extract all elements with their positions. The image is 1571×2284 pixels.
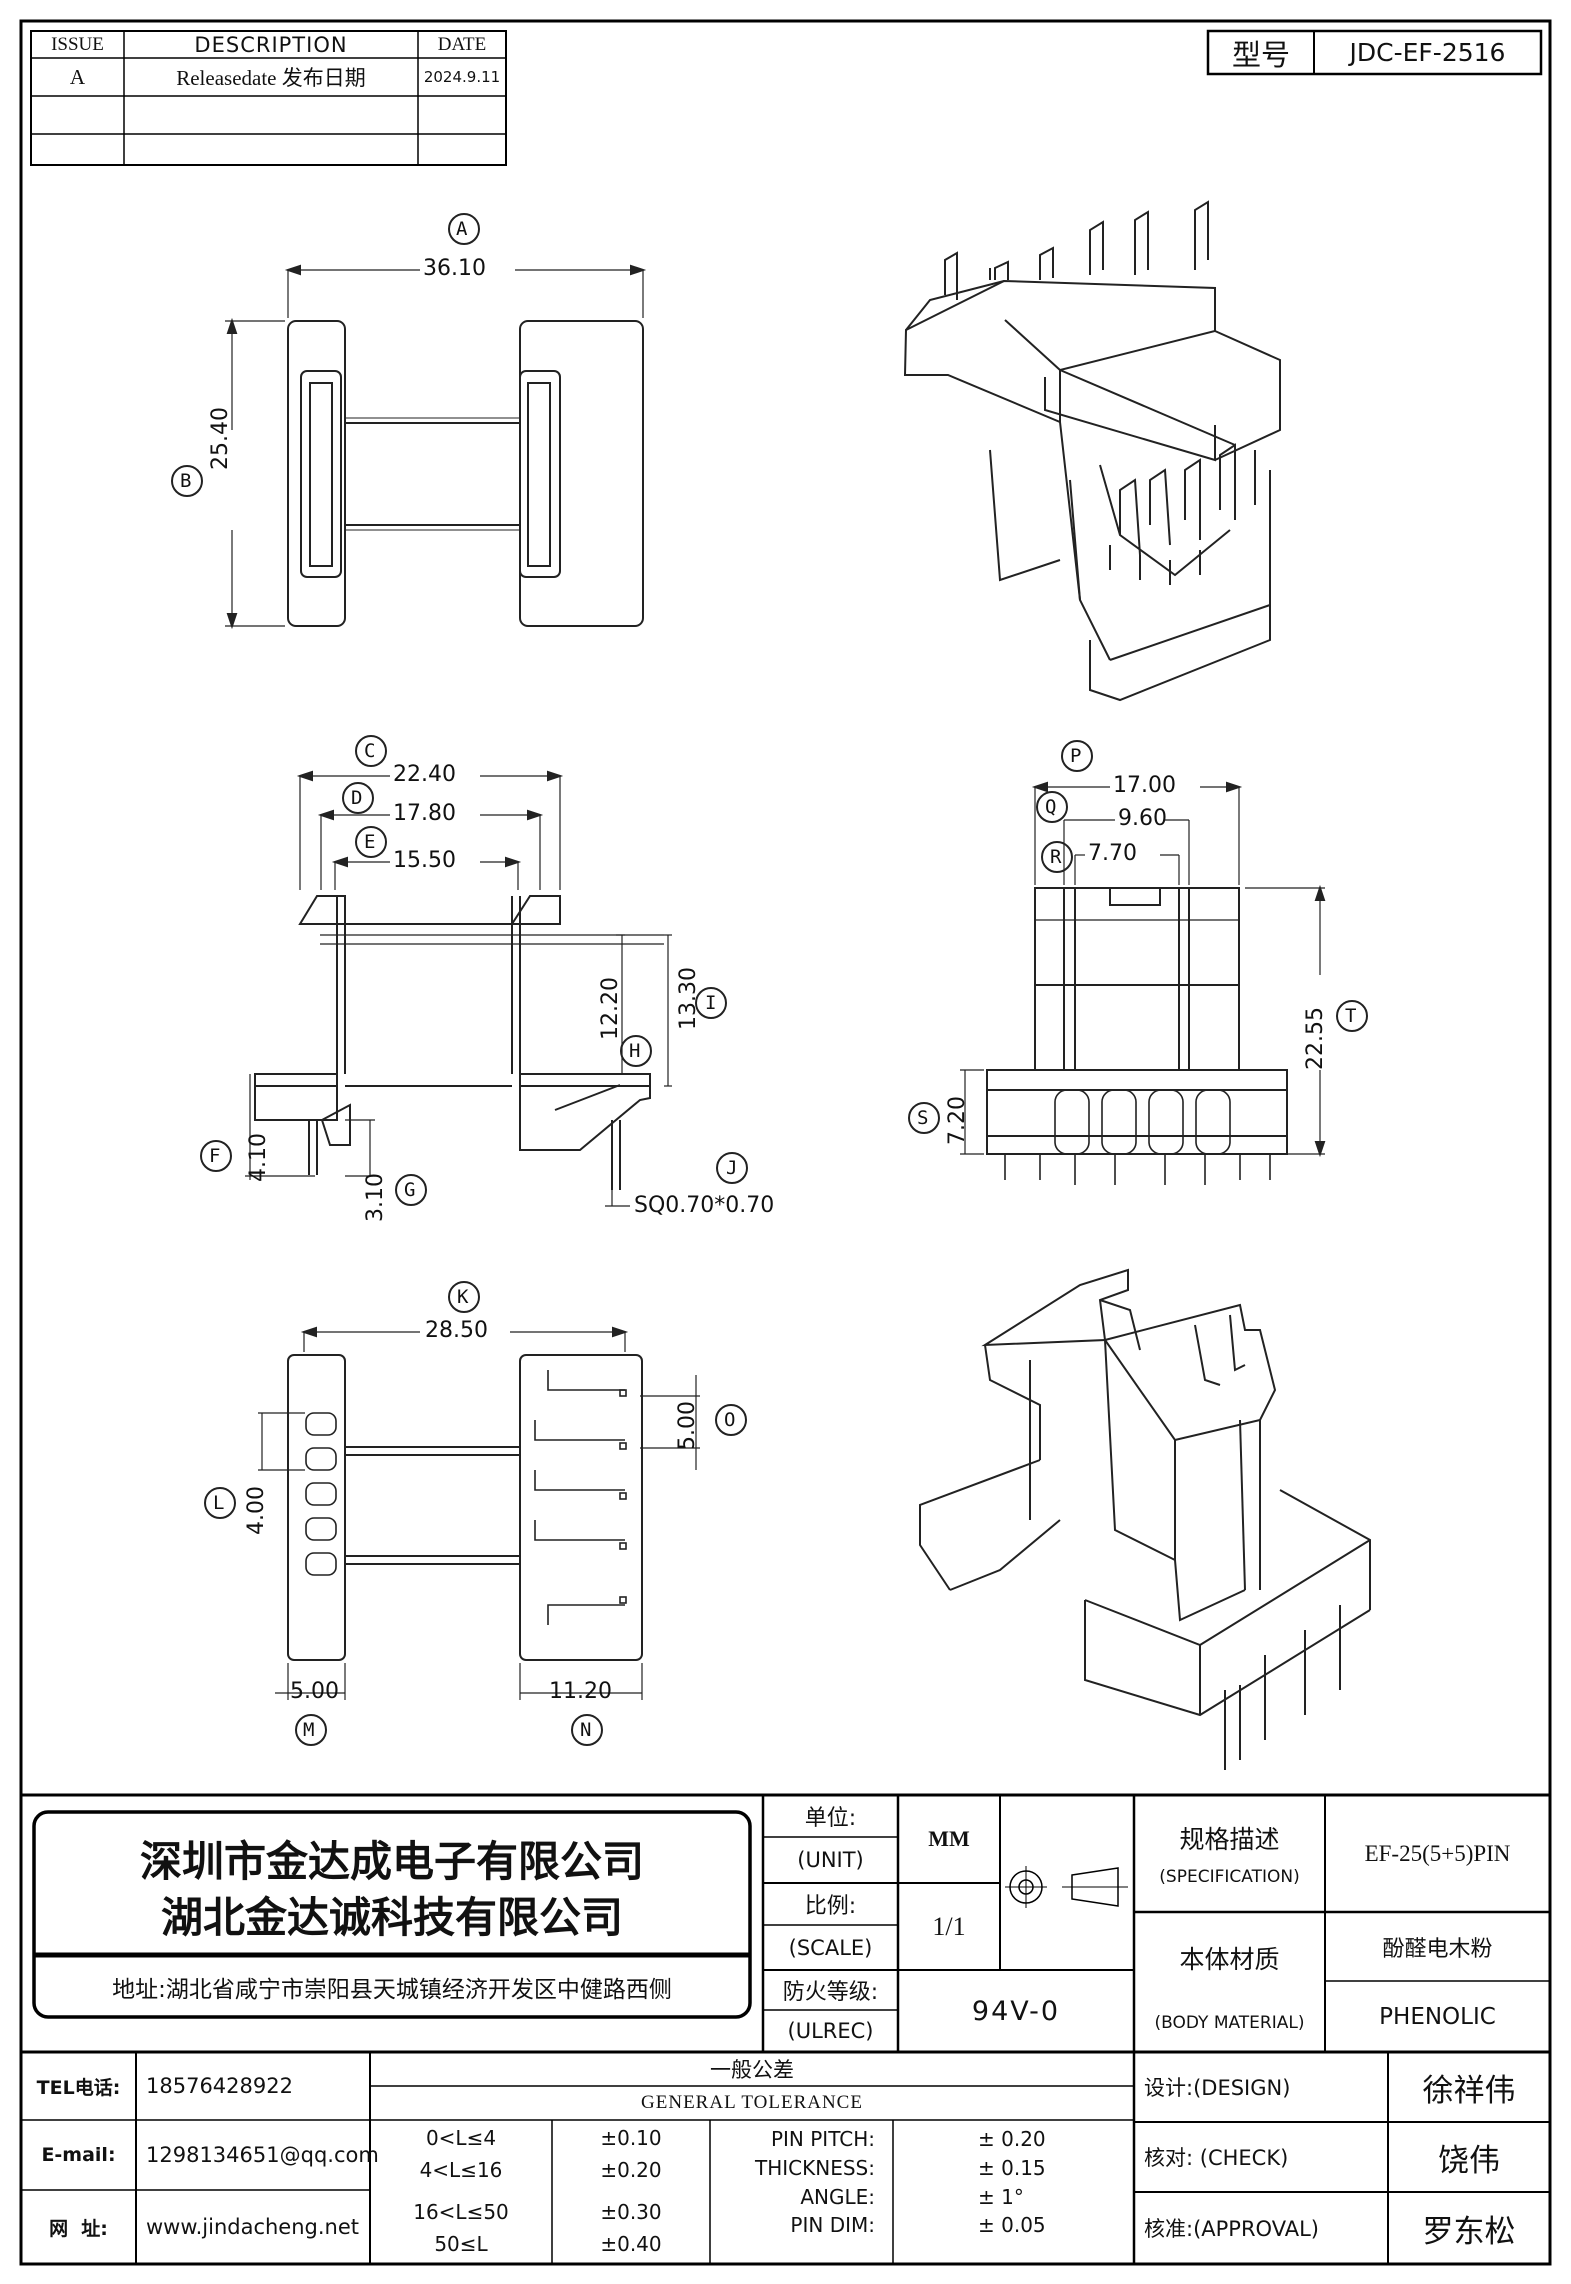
tol-param-value: ± 1° <box>978 2185 1024 2209</box>
side-view <box>908 740 1368 1185</box>
dim-letter-s: S <box>917 1107 929 1129</box>
dim-letter-i: I <box>705 992 717 1014</box>
dim-letter-r: R <box>1050 846 1062 868</box>
web-value: www.jindacheng.net <box>146 2215 360 2239</box>
rev-date-a: 2024.9.11 <box>423 68 501 86</box>
scale-label-en: (SCALE) <box>788 1935 873 1960</box>
tel-value: 18576428922 <box>146 2074 293 2098</box>
bottom-view <box>204 1281 747 1746</box>
unit-value: MM <box>928 1826 970 1851</box>
dim-letter-t: T <box>1345 1005 1357 1027</box>
model-value: JDC-EF-2516 <box>1349 38 1506 67</box>
tol-param: PIN DIM: <box>790 2213 875 2237</box>
rev-header-issue: ISSUE <box>51 33 104 55</box>
dim-letter-p: P <box>1070 745 1082 767</box>
material-value-en: PHENOLIC <box>1379 2003 1496 2030</box>
model-box-frame <box>1206 29 1543 76</box>
dim-letter-m: M <box>303 1719 315 1741</box>
dim-letter-l: L <box>213 1492 225 1514</box>
tol-param: PIN PITCH: <box>770 2127 875 2151</box>
dim-p-value: 17.00 <box>1113 773 1176 798</box>
email-value: 1298134651@qq.com <box>146 2143 379 2167</box>
dim-letter-h: H <box>629 1040 641 1062</box>
ul-label: 防火等级: <box>782 1980 879 2005</box>
tolerance-title: 一般公差 <box>710 2058 794 2082</box>
check-value: 饶伟 <box>1438 2142 1500 2179</box>
dim-j-value: SQ0.70*0.70 <box>634 1193 775 1218</box>
tel-label: TEL电话: <box>36 2076 121 2099</box>
tol-param-value: ± 0.20 <box>978 2127 1046 2151</box>
dim-k-value: 28.50 <box>425 1318 488 1343</box>
tol-param-value: ± 0.05 <box>978 2213 1046 2237</box>
material-label-en: (BODY MATERIAL) <box>1154 2013 1305 2033</box>
tol-param-value: ± 0.15 <box>978 2156 1046 2180</box>
technical-drawing <box>171 200 1371 1770</box>
rev-header-description: DESCRIPTION <box>194 32 348 57</box>
company-name-2: 湖北金达诚科技有限公司 <box>160 1892 623 1942</box>
spec-label: 规格描述 <box>1179 1825 1280 1854</box>
top-view <box>171 213 647 630</box>
spec-label-en: (SPECIFICATION) <box>1159 1867 1300 1887</box>
tol-param: ANGLE: <box>800 2185 875 2209</box>
unit-label: 单位: <box>804 1806 857 1831</box>
ul-label-en: (ULREC) <box>787 2019 874 2043</box>
email-label: E-mail: <box>41 2144 116 2166</box>
dim-letter-b: B <box>180 470 192 492</box>
scale-value: 1/1 <box>932 1911 966 1941</box>
dim-letter-e: E <box>364 831 376 853</box>
dim-letter-a: A <box>456 218 468 240</box>
dim-letter-c: C <box>364 740 376 762</box>
rev-issue-a: A <box>69 64 86 89</box>
approval-value: 罗东松 <box>1422 2213 1516 2250</box>
rev-header-date: DATE <box>437 33 487 55</box>
dim-letter-g: G <box>404 1179 416 1201</box>
company-name-1: 深圳市金达成电子有限公司 <box>139 1836 644 1886</box>
dim-letter-q: Q <box>1045 796 1057 818</box>
dim-n-value: 11.20 <box>549 1679 612 1704</box>
check-label: 核对: (CHECK) <box>1144 2146 1289 2170</box>
dim-a-value: 36.10 <box>423 256 486 281</box>
web-label: 网 址: <box>49 2217 108 2240</box>
scale-label: 比例: <box>804 1894 857 1919</box>
ul-value: 94V-0 <box>971 1995 1061 2027</box>
iso-view-top <box>903 200 1281 702</box>
tol-value: ±0.30 <box>600 2200 662 2224</box>
dim-m-value: 5.00 <box>290 1679 339 1704</box>
approval-label: 核准:(APPROVAL) <box>1144 2217 1319 2241</box>
dim-r-value: 7.70 <box>1088 841 1137 866</box>
tolerance-title-en: GENERAL TOLERANCE <box>641 2092 863 2113</box>
spec-value: EF-25(5+5)PIN <box>1364 1840 1511 1866</box>
dim-letter-o: O <box>724 1409 736 1431</box>
dim-e-value: 15.50 <box>393 848 456 873</box>
dim-letter-k: K <box>457 1286 469 1308</box>
tol-value: ±0.20 <box>600 2158 662 2182</box>
tol-value: ±0.10 <box>600 2126 662 2150</box>
unit-label-en: (UNIT) <box>797 1848 864 1872</box>
dim-letter-d: D <box>351 787 363 809</box>
material-value: 酚醛电木粉 <box>1382 1936 1493 1962</box>
tol-range: 0<L≤4 <box>425 2126 497 2150</box>
dim-c-value: 22.40 <box>393 762 456 787</box>
dim-q-value: 9.60 <box>1118 806 1167 831</box>
tol-value: ±0.40 <box>600 2232 662 2256</box>
dim-d-value: 17.80 <box>393 801 456 826</box>
revision-table-grid <box>30 30 507 166</box>
tol-range: 4<L≤16 <box>419 2158 503 2182</box>
front-view <box>200 735 748 1207</box>
dim-letter-j: J <box>726 1157 738 1179</box>
company-address: 地址:湖北省咸宁市崇阳县天城镇经济开发区中健路西侧 <box>112 1977 672 2003</box>
rev-description-a: Releasedate 发布日期 <box>176 66 366 90</box>
iso-view-bottom <box>919 1268 1371 1770</box>
dim-letter-n: N <box>580 1719 592 1741</box>
design-value: 徐祥伟 <box>1422 2072 1516 2109</box>
dim-letter-f: F <box>209 1145 221 1167</box>
tol-param: THICKNESS: <box>755 2156 875 2180</box>
model-label: 型号 <box>1231 37 1290 72</box>
tol-range: 50≤L <box>434 2232 488 2256</box>
design-label: 设计:(DESIGN) <box>1144 2076 1291 2100</box>
material-label: 本体材质 <box>1179 1945 1280 1974</box>
tol-range: 16<L≤50 <box>413 2200 509 2224</box>
